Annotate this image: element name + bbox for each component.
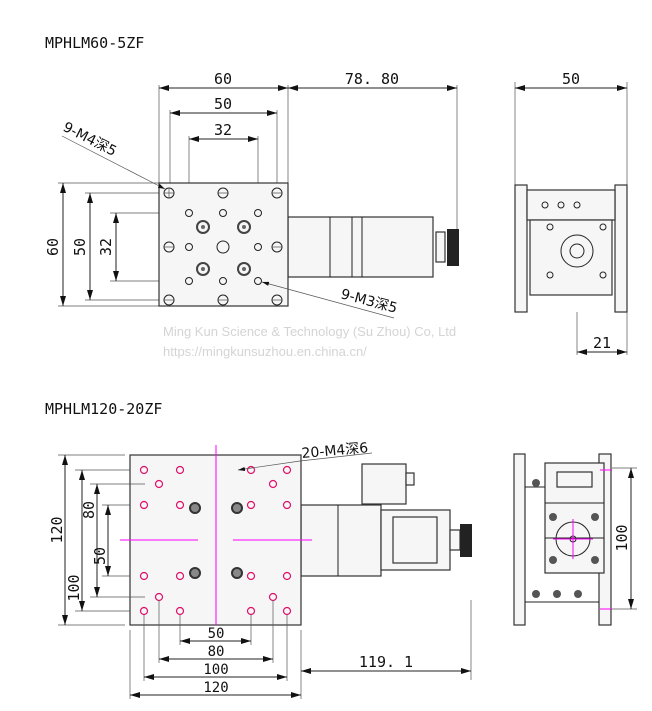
drawing-2-callout: 20-M4深6	[237, 440, 373, 472]
dim-w100: 100	[203, 662, 228, 678]
drawing-1-title: MPHLM60-5ZF	[45, 34, 144, 52]
dim-h50: 50	[91, 547, 109, 565]
dim-w50: 50	[208, 626, 225, 642]
dim-height-60: 60	[44, 238, 62, 256]
dim-32: 32	[214, 121, 232, 139]
db-connector	[556, 471, 593, 488]
watermark-url: https://mingkunsuzhou.en.china.cn/	[163, 344, 367, 359]
knob-2	[460, 524, 472, 557]
drawing-1-top-dimensions: 60 78. 80 50 32	[158, 70, 458, 229]
dim-w120: 120	[203, 680, 228, 696]
drawing-2-bottom-dimensions: 50 80 100 120 119. 1	[129, 600, 472, 699]
side-dim-21: 21	[593, 334, 611, 352]
side-dim-50: 50	[562, 70, 580, 88]
dim-50: 50	[214, 95, 232, 113]
dim-height-32: 32	[97, 238, 115, 256]
side-dim-100: 100	[613, 524, 631, 551]
stage-plate	[158, 182, 289, 307]
drawing-2-left-dimensions: 120 100 80 50	[48, 454, 145, 626]
motor-body	[287, 216, 434, 278]
dim-h100: 100	[65, 574, 83, 601]
callout-9-m3: 9-M3深5	[339, 286, 399, 316]
dim-h120: 120	[48, 516, 66, 543]
drawing-2-title: MPHLM120-20ZF	[45, 400, 162, 418]
watermark-company: Ming Kun Science & Technology (Su Zhou) …	[163, 324, 456, 339]
connector-box	[361, 463, 407, 505]
dim-78-80: 78. 80	[345, 70, 399, 88]
drawing-2-side-view: 100	[513, 453, 637, 626]
dim-h80: 80	[80, 501, 98, 519]
dim-height-50: 50	[71, 238, 89, 256]
drawing-1-side-view: 50 21	[514, 70, 628, 355]
dim-119-1: 119. 1	[359, 653, 413, 671]
drawing-2-plan-view	[120, 445, 472, 626]
callout-20-m4: 20-M4深6	[301, 440, 369, 462]
dim-w80: 80	[208, 644, 225, 660]
dim-60: 60	[214, 70, 232, 88]
drawing-1-plan-view	[158, 182, 459, 307]
motor-gearbox	[300, 504, 382, 577]
drawing-1-left-dimensions: 60 50 32	[44, 182, 189, 307]
knob	[447, 229, 459, 266]
